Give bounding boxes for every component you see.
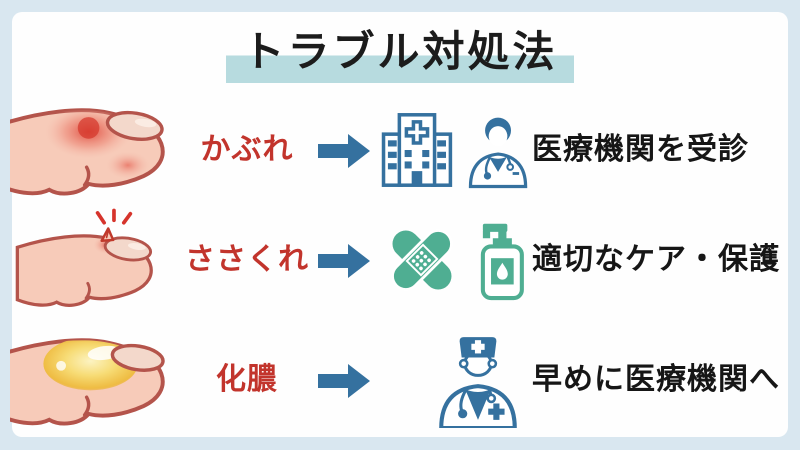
title-wrap: トラブル対処法 [12, 18, 788, 83]
action-text-rash: 医療機関を受診 [532, 133, 749, 166]
row-rash: かぶれ [10, 98, 788, 202]
row-rash-icons [380, 98, 532, 202]
hospital-icon [381, 113, 453, 187]
row-hangnail-icons [380, 208, 532, 312]
row-pus-icons [402, 328, 554, 432]
arrow-right-icon [318, 134, 370, 168]
trouble-label-hangnail: ささくれ [185, 243, 309, 276]
page-title: トラブル対処法 [226, 18, 574, 83]
action-text-hangnail: 適切なケア・保護 [532, 243, 780, 276]
bandage-icon [391, 229, 453, 291]
finger-with-pus-illustration [10, 338, 165, 426]
trouble-label-rash: かぶれ [200, 133, 294, 166]
pump-bottle-icon [480, 223, 524, 301]
arrow-right-icon [318, 364, 370, 398]
finger-with-hangnail-illustration [15, 208, 153, 307]
finger-with-rash-illustration [10, 108, 165, 196]
row-hangnail: ささくれ [12, 208, 788, 312]
row-pus: 化膿 早めに医療機関へ [10, 328, 788, 432]
slide-card: トラブル対処法 [10, 12, 788, 437]
arrow-right-icon [318, 244, 370, 278]
trouble-label-pus: 化膿 [216, 363, 278, 396]
doctor-icon [468, 117, 528, 189]
action-text-pus: 早めに医療機関へ [532, 363, 780, 396]
nurse-icon [439, 337, 517, 428]
